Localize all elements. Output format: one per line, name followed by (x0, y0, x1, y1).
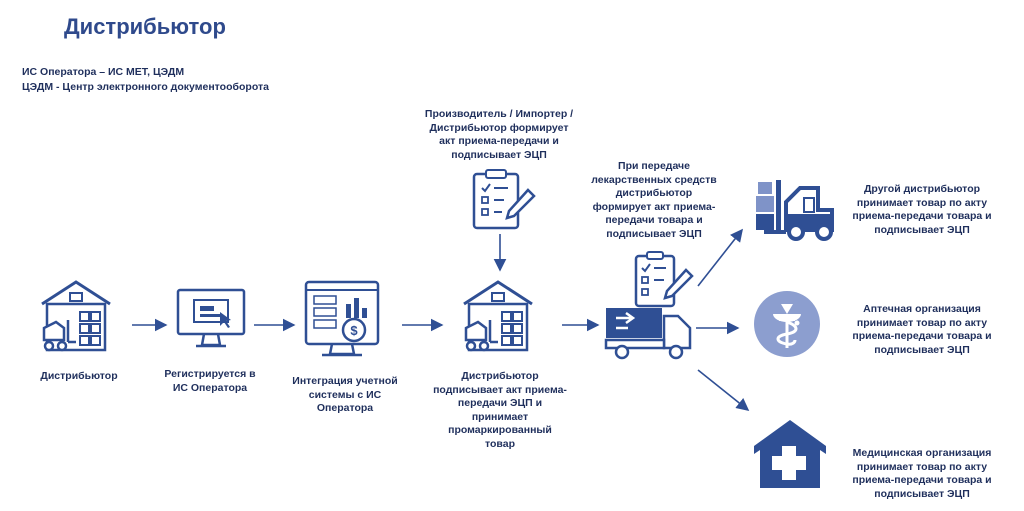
warehouse-icon-2 (463, 280, 533, 352)
label-transfer: При передаче лекарственных средств дистр… (591, 160, 717, 240)
computer-register-icon (176, 288, 246, 348)
label-other-distributor: Другой дистрибьютор принимает товар по а… (852, 183, 992, 236)
clipboard-icon (472, 169, 536, 230)
svg-text:$: $ (350, 323, 358, 338)
label-pharmacy: Аптечная организация принимает товар по … (852, 303, 992, 356)
pharmacy-icon (754, 291, 820, 357)
subtitle-operator: ИС Оператора – ИС МЕТ, ЦЭДМ (22, 66, 185, 78)
label-distributor-signs: Дистрибьютор подписывает акт приема-пере… (433, 370, 567, 450)
monitor-integration-icon: $ (304, 280, 380, 357)
arrow-6 (697, 228, 743, 287)
page-title: Дистрибьютор (64, 14, 226, 39)
warehouse-icon (41, 280, 111, 352)
hospital-icon (754, 420, 826, 488)
truck-clipboard-icon (604, 251, 694, 360)
forklift-icon (756, 180, 834, 241)
flow-arrows (132, 228, 750, 411)
subtitle-cedm: ЦЭДМ - Центр электронного документооборо… (22, 81, 269, 93)
label-producer: Производитель / Импортер /Дистрибьютор ф… (424, 108, 574, 161)
arrow-8 (697, 369, 750, 411)
label-register: Регистрируется в ИС Оператора (164, 368, 256, 394)
label-integration: Интеграция учетной системы с ИС Оператор… (292, 375, 398, 414)
label-distributor: Дистрибьютор (40, 370, 118, 382)
label-medical: Медицинская организация принимает товар … (852, 447, 992, 500)
